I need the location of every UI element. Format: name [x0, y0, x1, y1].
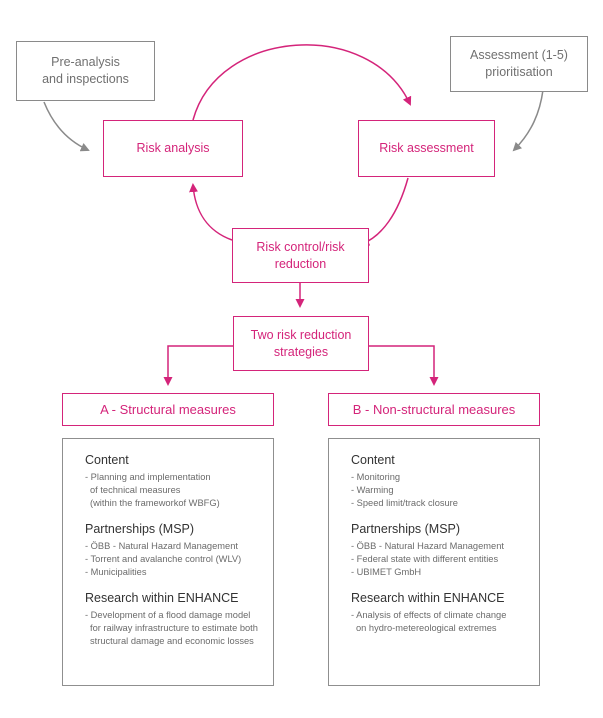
structural-measures-box: A - Structural measures: [62, 393, 274, 426]
structural-measures-panel: Content - Planning and implementation of…: [62, 438, 274, 686]
arrow-control-to-analysis: [189, 183, 233, 241]
partnership-item: - ÖBB - Natural Hazard Management: [85, 541, 238, 551]
non-structural-measures-box: B - Non-structural measures: [328, 393, 540, 426]
assessment-prioritisation-box: Assessment (1-5) prioritisation: [450, 36, 588, 92]
partnership-item: - Torrent and avalanche control (WLV): [85, 554, 242, 564]
non-structural-measures-panel: Content - Monitoring - Warming - Speed l…: [328, 438, 540, 686]
two-strategies-line-2: strategies: [273, 344, 329, 359]
arrow-pre-analysis-to-risk-analysis: [43, 101, 90, 152]
arrow-split-right: [369, 345, 439, 386]
partnership-item: - UBIMET GmbH: [351, 567, 422, 577]
assessment-line-1: Assessment (1-5): [470, 48, 568, 62]
content-heading: Content: [351, 453, 395, 467]
content-item: - Planning and implementation: [85, 472, 211, 482]
arrow-split-left: [163, 345, 233, 386]
content-item: of technical measures: [90, 485, 181, 495]
research-item: on hydro-metereological extremes: [356, 623, 497, 633]
partnerships-heading: Partnerships (MSP): [351, 522, 461, 536]
risk-assessment-label: Risk assessment: [379, 141, 474, 155]
content-item: - Warming: [351, 485, 394, 495]
two-strategies-box: Two risk reduction strategies: [233, 316, 369, 371]
non-structural-measures-label: B - Non-structural measures: [352, 402, 516, 417]
research-item: structural damage and economic losses: [90, 636, 254, 646]
structural-measures-label: A - Structural measures: [100, 402, 236, 417]
research-item: - Analysis of effects of climate change: [351, 610, 507, 620]
research-heading: Research within ENHANCE: [85, 591, 239, 605]
content-heading: Content: [85, 453, 129, 467]
partnership-item: - ÖBB - Natural Hazard Management: [351, 541, 504, 551]
risk-analysis-box: Risk analysis: [103, 120, 243, 177]
research-item: for railway infrastructure to estimate b…: [90, 623, 258, 633]
research-item: - Development of a flood damage model: [85, 610, 251, 620]
risk-control-line-1: Risk control/risk: [256, 239, 345, 254]
two-strategies-line-1: Two risk reduction: [250, 327, 352, 342]
risk-control-box: Risk control/risk reduction: [232, 228, 369, 283]
risk-analysis-label: Risk analysis: [136, 141, 210, 155]
partnership-item: - Federal state with different entities: [351, 554, 499, 564]
arrow-assessment-to-risk-assessment: [512, 89, 544, 152]
content-item: (within the frameworkof WBFG): [90, 498, 220, 508]
content-item: - Monitoring: [351, 472, 401, 482]
research-heading: Research within ENHANCE: [351, 591, 505, 605]
partnerships-heading: Partnerships (MSP): [85, 522, 195, 536]
risk-control-line-2: reduction: [274, 256, 327, 271]
pre-analysis-line-1: Pre-analysis: [51, 55, 120, 69]
risk-assessment-box: Risk assessment: [358, 120, 495, 177]
assessment-line-2: prioritisation: [485, 65, 553, 79]
arrow-top-arc: [192, 44, 412, 121]
content-item: - Speed limit/track closure: [351, 498, 458, 508]
pre-analysis-box: Pre-analysis and inspections: [16, 41, 155, 101]
pre-analysis-line-2: and inspections: [42, 72, 129, 86]
partnership-item: - Municipalities: [85, 567, 147, 577]
